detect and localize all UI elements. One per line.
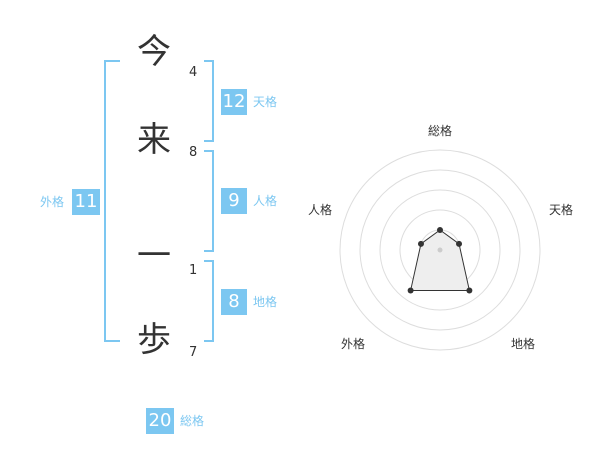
character-3: 一 (137, 236, 171, 276)
radar-ring-1 (339, 149, 541, 351)
chikaku-value: 8 (221, 289, 247, 315)
radar-label-gaikaku: 外格 (341, 337, 366, 351)
radar-label-chikaku: 地格 (511, 337, 536, 351)
radar-label-tenkaku: 天格 (549, 203, 574, 217)
stroke-count-2: 8 (189, 145, 198, 160)
gaikaku-bracket (104, 60, 120, 342)
radar-ring-3 (379, 189, 501, 311)
stroke-count-1: 4 (189, 65, 198, 80)
tenkaku-value: 12 (221, 89, 247, 115)
stroke-count-4: 7 (189, 345, 198, 360)
character-1: 今 (137, 32, 171, 72)
gaikaku-label: 外格 (40, 195, 65, 209)
jinkaku-label: 人格 (253, 194, 278, 208)
jinkaku-bracket (204, 150, 214, 252)
radar-point-5 (417, 240, 424, 247)
tenkaku-label: 天格 (253, 95, 278, 109)
tenkaku-bracket (204, 60, 214, 142)
chikaku-bracket (204, 260, 214, 342)
character-2: 来 (137, 120, 171, 160)
radar-points (407, 227, 473, 294)
radar-center (437, 247, 443, 253)
jinkaku-value: 9 (221, 188, 247, 214)
stroke-count-3: 1 (189, 263, 198, 278)
radar-label-soukaku: 総格 (428, 124, 453, 138)
gaikaku-value: 11 (72, 189, 100, 215)
character-4: 歩 (137, 320, 171, 360)
radar-point-1 (437, 227, 443, 233)
radar-chart (339, 149, 541, 351)
radar-point-3 (466, 287, 473, 294)
radar-point-4 (407, 287, 414, 294)
soukaku-value: 20 (146, 408, 174, 434)
radar-ring-2 (359, 169, 521, 331)
radar-label-jinkaku: 人格 (308, 203, 333, 217)
soukaku-label: 総格 (180, 414, 205, 428)
radar-point-2 (456, 240, 463, 247)
chikaku-label: 地格 (253, 295, 278, 309)
radar-polygon (409, 229, 471, 291)
